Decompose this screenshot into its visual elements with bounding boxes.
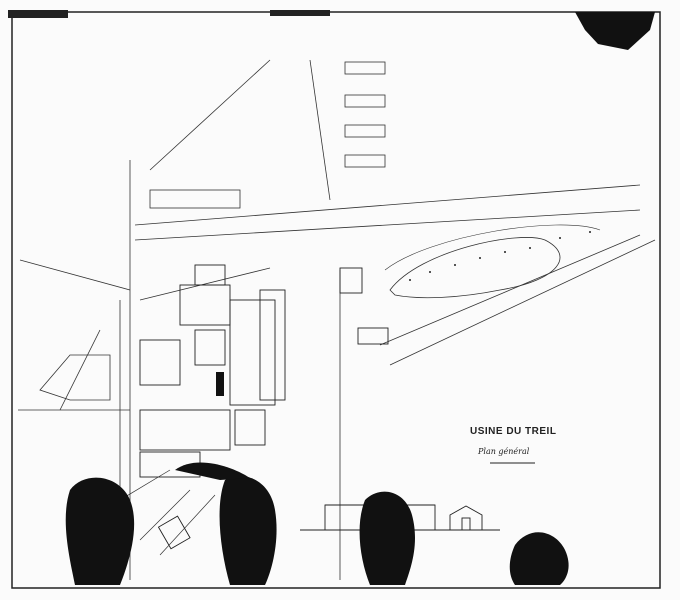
factory-buildings <box>139 264 389 550</box>
plan-title: USINE DU TREIL <box>470 426 557 437</box>
loop-track <box>389 237 561 299</box>
sheet-border <box>11 11 661 589</box>
border-stain-left <box>8 10 68 18</box>
plan-subtitle: Plan général <box>478 447 530 456</box>
curve-track-outer <box>384 224 601 271</box>
west-building <box>39 354 111 401</box>
upper-sheds <box>149 61 386 209</box>
ink-stains-bottom <box>65 462 569 585</box>
border-stain-top <box>270 10 330 16</box>
track-dots <box>409 231 591 281</box>
dark-annex <box>216 372 224 396</box>
ink-stain-top-right <box>575 12 655 50</box>
lower-left-lines <box>119 469 216 556</box>
